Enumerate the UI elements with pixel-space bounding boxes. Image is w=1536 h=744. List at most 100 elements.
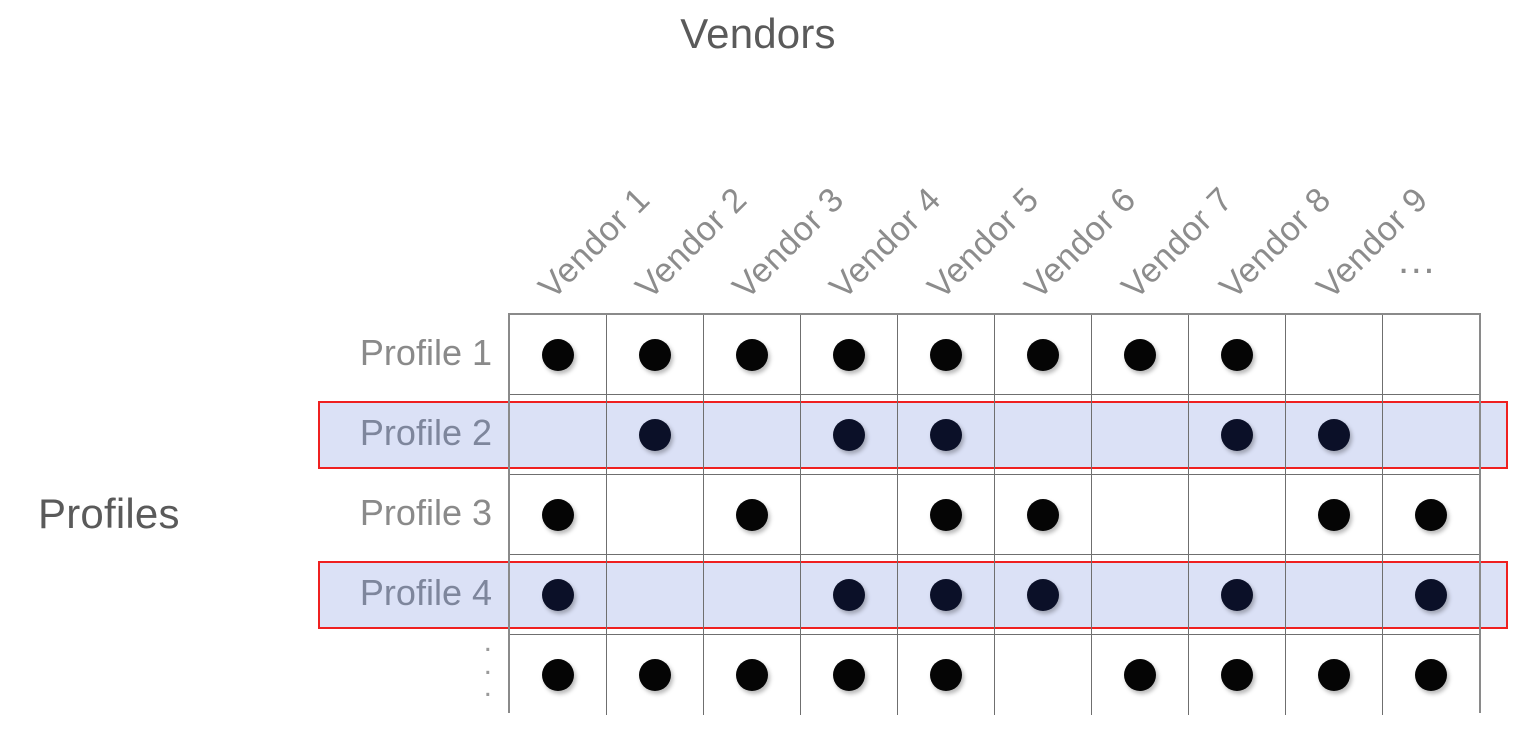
vertical-dots-icon: ... <box>483 625 492 703</box>
matrix-cell[interactable] <box>801 315 898 394</box>
matrix-cell[interactable] <box>1189 395 1286 474</box>
row-label-profile-4[interactable]: Profile 4 <box>359 572 492 613</box>
matrix-cell[interactable] <box>704 555 801 634</box>
matrix-cell[interactable] <box>1092 395 1189 474</box>
matrix-cell[interactable] <box>801 555 898 634</box>
vendors-axis-title: Vendors <box>680 10 836 57</box>
filled-dot-icon <box>833 578 865 611</box>
profiles-axis-title: Profiles <box>38 490 180 537</box>
matrix-cell[interactable] <box>1189 555 1286 634</box>
matrix-cell[interactable] <box>704 315 801 394</box>
matrix-cell[interactable] <box>1189 315 1286 394</box>
filled-dot-icon <box>930 659 962 691</box>
filled-dot-icon <box>639 418 671 451</box>
matrix-cell[interactable] <box>510 635 607 715</box>
filled-dot-icon <box>542 338 574 371</box>
matrix-cell[interactable] <box>995 395 1092 474</box>
filled-dot-icon <box>1027 578 1059 611</box>
matrix-cell[interactable] <box>898 475 995 554</box>
table-row[interactable] <box>510 395 1479 475</box>
matrix-cell[interactable] <box>607 635 704 715</box>
matrix-cell[interactable] <box>1286 475 1383 554</box>
matrix-cell[interactable] <box>607 395 704 474</box>
matrix-cell[interactable] <box>995 555 1092 634</box>
filled-dot-icon <box>1318 418 1350 451</box>
matrix-cell[interactable] <box>1286 315 1383 394</box>
filled-dot-icon <box>542 578 574 611</box>
filled-dot-icon <box>1124 659 1156 691</box>
table-row[interactable] <box>510 475 1479 555</box>
matrix-cell[interactable] <box>1383 635 1479 715</box>
matrix-cell[interactable] <box>898 555 995 634</box>
matrix-cell[interactable] <box>1286 395 1383 474</box>
matrix-cell[interactable] <box>801 395 898 474</box>
filled-dot-icon <box>542 498 574 531</box>
matrix-cell[interactable] <box>1383 555 1479 634</box>
matrix-cell[interactable] <box>801 635 898 715</box>
filled-dot-icon <box>1221 338 1253 371</box>
table-row[interactable] <box>510 635 1479 715</box>
profile-vendor-matrix <box>508 313 1481 715</box>
matrix-cell[interactable] <box>801 475 898 554</box>
matrix-cell[interactable] <box>704 475 801 554</box>
matrix-cell[interactable] <box>1092 475 1189 554</box>
column-header-ellipsis-icon[interactable]: … <box>1396 238 1440 282</box>
filled-dot-icon <box>1415 498 1447 531</box>
filled-dot-icon <box>1318 498 1350 531</box>
matrix-cell[interactable] <box>898 315 995 394</box>
matrix-cell[interactable] <box>704 395 801 474</box>
filled-dot-icon <box>736 338 768 371</box>
table-row[interactable] <box>510 555 1479 635</box>
matrix-cell[interactable] <box>995 315 1092 394</box>
matrix-cell[interactable] <box>1092 635 1189 715</box>
filled-dot-icon <box>1124 338 1156 371</box>
row-label-profile-2[interactable]: Profile 2 <box>359 412 492 453</box>
filled-dot-icon <box>736 498 768 531</box>
matrix-cell[interactable] <box>704 635 801 715</box>
matrix-cell[interactable] <box>1092 315 1189 394</box>
row-label-profile-1[interactable]: Profile 1 <box>359 332 492 373</box>
matrix-cell[interactable] <box>1286 635 1383 715</box>
filled-dot-icon <box>833 659 865 691</box>
matrix-cell[interactable] <box>898 395 995 474</box>
filled-dot-icon <box>1221 418 1253 451</box>
filled-dot-icon <box>736 659 768 691</box>
filled-dot-icon <box>930 498 962 531</box>
filled-dot-icon <box>930 418 962 451</box>
filled-dot-icon <box>1027 338 1059 371</box>
table-row[interactable] <box>510 315 1479 395</box>
matrix-cell[interactable] <box>1383 315 1479 394</box>
matrix-cell[interactable] <box>607 475 704 554</box>
highlight-band-profile-2[interactable] <box>318 401 1508 469</box>
row-label-column: Profile 1 Profile 2 Profile 3 Profile 4... <box>300 313 508 713</box>
filled-dot-icon <box>930 338 962 371</box>
matrix-cell[interactable] <box>607 555 704 634</box>
filled-dot-icon <box>1221 578 1253 611</box>
matrix-cell[interactable] <box>607 315 704 394</box>
filled-dot-icon <box>542 659 574 691</box>
filled-dot-icon <box>639 338 671 371</box>
matrix-cell[interactable] <box>1189 635 1286 715</box>
matrix-cell[interactable] <box>1189 475 1286 554</box>
highlight-band-profile-4[interactable] <box>318 561 1508 629</box>
matrix-cell[interactable] <box>995 475 1092 554</box>
filled-dot-icon <box>1318 659 1350 691</box>
filled-dot-icon <box>1221 659 1253 691</box>
matrix-cell[interactable] <box>510 475 607 554</box>
matrix-cell[interactable] <box>1383 475 1479 554</box>
matrix-cell[interactable] <box>898 635 995 715</box>
matrix-cell[interactable] <box>510 315 607 394</box>
filled-dot-icon <box>930 578 962 611</box>
row-label-vertical-ellipsis-icon[interactable]: ... <box>318 625 508 713</box>
matrix-cell[interactable] <box>510 395 607 474</box>
matrix-cell[interactable] <box>510 555 607 634</box>
matrix-cell[interactable] <box>1092 555 1189 634</box>
matrix-cell[interactable] <box>1383 395 1479 474</box>
row-label-profile-3[interactable]: Profile 3 <box>359 492 492 533</box>
filled-dot-icon <box>1415 578 1447 611</box>
filled-dot-icon <box>1415 659 1447 691</box>
matrix-cell[interactable] <box>995 635 1092 715</box>
matrix-cell[interactable] <box>1286 555 1383 634</box>
filled-dot-icon <box>639 659 671 691</box>
